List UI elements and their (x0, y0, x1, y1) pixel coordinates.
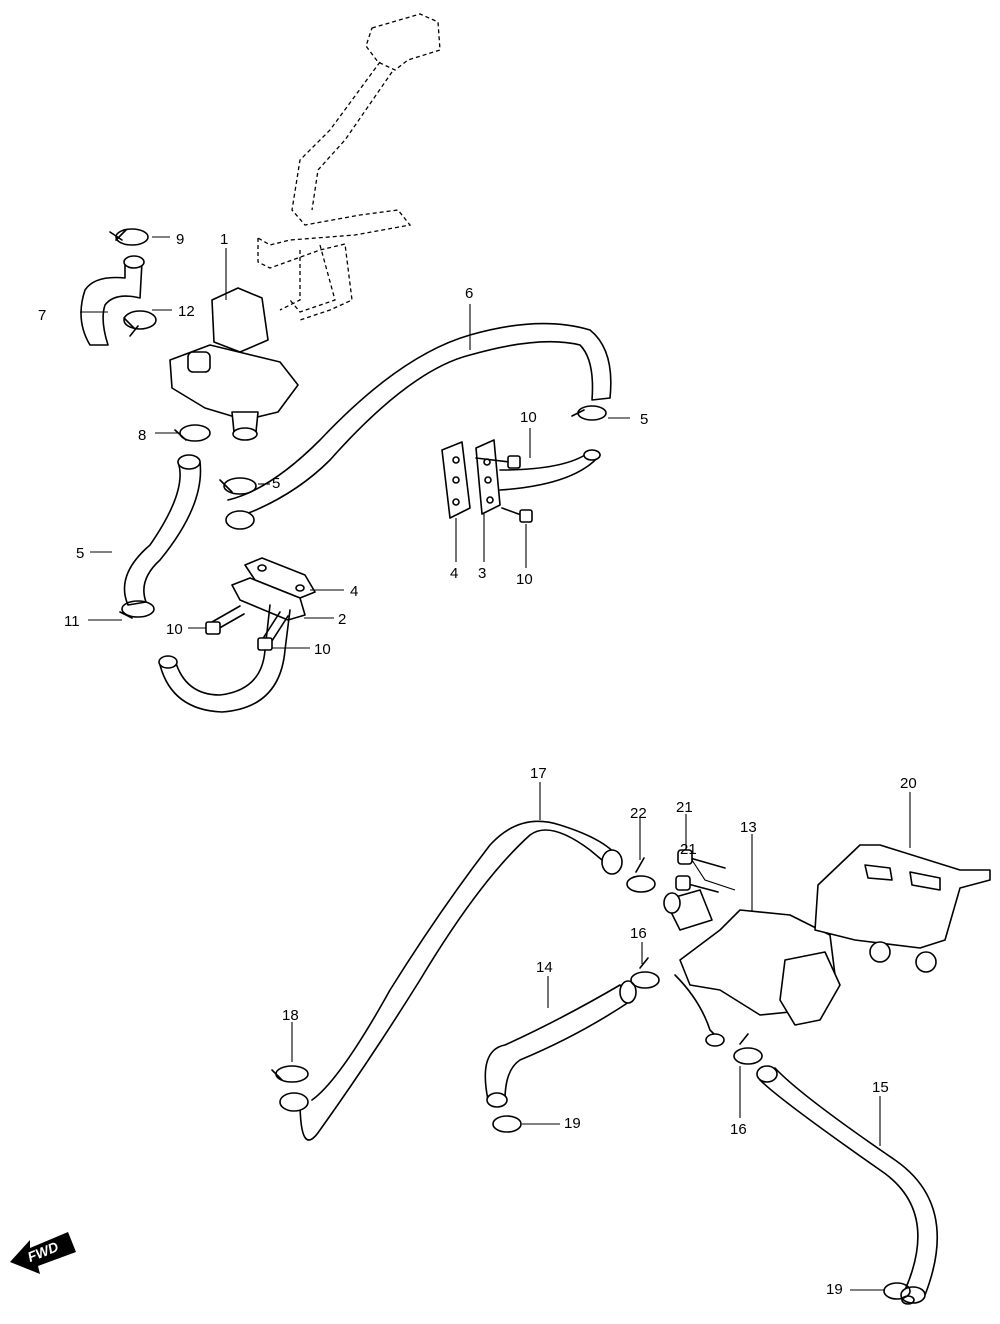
callout-11: 11 (64, 613, 80, 630)
callout-4-lower: 4 (350, 583, 358, 600)
callout-15: 15 (872, 1079, 889, 1096)
callout-10-lower-left: 10 (166, 621, 183, 638)
callout-labels: 1 2 3 4 4 5 5 5 6 7 8 9 10 10 10 10 10 1… (38, 231, 917, 1298)
callout-21-upper: 21 (676, 799, 693, 816)
bolt-10-mid-bottom (501, 507, 533, 523)
callout-4-mid: 4 (450, 565, 458, 582)
callout-10-mid-bottom: 10 (516, 571, 533, 588)
cap-19-left (492, 1115, 522, 1133)
clamp-11 (119, 600, 155, 619)
callout-13: 13 (740, 819, 757, 836)
air-injection-valve (169, 287, 299, 441)
solenoid-valve-13 (663, 889, 841, 1047)
clamp-12 (123, 310, 157, 337)
bolt-21-lower (675, 875, 719, 893)
callout-5-mid: 5 (272, 475, 280, 492)
callout-22: 22 (630, 805, 647, 822)
callout-16-bottom: 16 (730, 1121, 747, 1138)
callout-14: 14 (536, 959, 553, 976)
callout-16-top: 16 (630, 925, 647, 942)
callout-5-left: 5 (76, 545, 84, 562)
callout-10-lower-right: 10 (314, 641, 331, 658)
callout-12: 12 (178, 303, 195, 320)
callout-9: 9 (176, 231, 184, 248)
hose-6 (225, 322, 612, 530)
callout-18: 18 (282, 1007, 299, 1024)
hose-17 (279, 820, 623, 1141)
hose-15 (756, 1065, 938, 1304)
bolt-10-mid-top (475, 455, 521, 469)
bracket-20 (814, 844, 991, 973)
clamp-9 (109, 228, 149, 246)
plate-2 (231, 577, 306, 621)
clamp-16-bottom (733, 1033, 763, 1065)
callout-7: 7 (38, 307, 46, 324)
bolt-10-lower-right (257, 611, 289, 651)
callout-19-left: 19 (564, 1115, 581, 1132)
hose-14 (484, 980, 637, 1108)
frame-bracket (257, 13, 441, 321)
hose-5 (123, 454, 202, 606)
callout-3: 3 (478, 565, 486, 582)
bolt-10-lower-left (205, 605, 245, 635)
leader-lines (80, 236, 911, 1291)
callout-5-right: 5 (640, 411, 648, 428)
callout-2: 2 (338, 611, 346, 628)
gasket-4-mid (441, 441, 471, 519)
clamp-5-mid (219, 477, 257, 495)
hose-7 (80, 255, 145, 346)
clamp-22 (626, 857, 656, 893)
callout-19-right: 19 (826, 1281, 843, 1298)
plate-3 (475, 439, 501, 515)
clamp-16-top (630, 957, 660, 989)
callout-20: 20 (900, 775, 917, 792)
callout-8: 8 (138, 427, 146, 444)
fwd-arrow-icon: FWD (10, 1232, 76, 1274)
clamp-5-right (571, 405, 607, 421)
pipe-lower (158, 604, 291, 713)
cap-19-right (883, 1282, 915, 1305)
callout-21-lower: 21 (680, 841, 697, 858)
callout-10-mid-top: 10 (520, 409, 537, 426)
clamp-18 (271, 1065, 309, 1083)
callout-17: 17 (530, 765, 547, 782)
pipe-mid (499, 449, 601, 491)
callout-6: 6 (465, 285, 473, 302)
clamp-8 (174, 424, 211, 442)
callout-1: 1 (220, 231, 228, 248)
bolt-21-upper (677, 849, 726, 869)
